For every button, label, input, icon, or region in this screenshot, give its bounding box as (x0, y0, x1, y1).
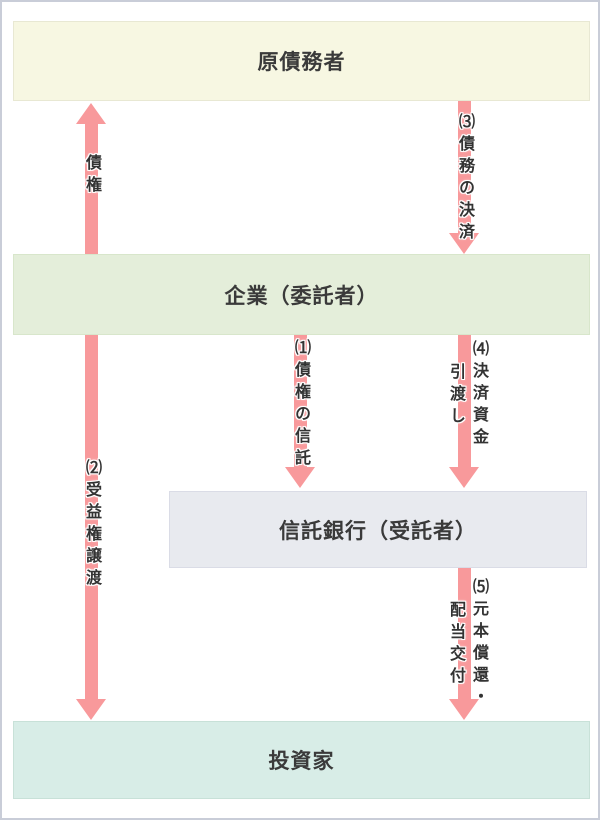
debt-settlement-arrow-shaft (458, 101, 471, 234)
settlement-funds-arrow-shaft (458, 335, 471, 468)
settlement-funds-arrow-label-col1: ⑷決済資金 (470, 340, 487, 450)
claim-trust-arrow-shaft (294, 335, 307, 468)
box-company-trustor-label: 企業（委託者） (224, 284, 379, 308)
box-original-debtor-label: 原債務者 (257, 51, 346, 74)
box-company-trustor: 企業（委託者） (13, 254, 590, 335)
box-investor-label: 投資家 (268, 750, 335, 773)
box-trust-bank-trustee-label: 信託銀行（受託者） (279, 519, 477, 543)
beneficiary-transfer-arrowhead-down-icon (76, 699, 106, 720)
claim-arrow-shaft (85, 120, 98, 254)
box-trust-bank-trustee: 信託銀行（受託者） (169, 491, 587, 568)
box-investor: 投資家 (13, 721, 590, 799)
beneficiary-transfer-arrow-shaft (85, 335, 98, 700)
debt-settlement-arrow-label: ⑶債務の決済 (456, 113, 473, 245)
settlement-funds-arrowhead-down-icon (449, 467, 479, 488)
beneficiary-transfer-arrow-label: ⑵受益権譲渡 (83, 459, 100, 591)
claim-arrow-label: 債権 (83, 154, 100, 198)
claim-trust-arrow-label: ⑴債権の信託 (292, 339, 309, 471)
box-original-debtor: 原債務者 (13, 21, 590, 101)
redemption-dividend-arrow-label-col1: ⑸元本償還・ (470, 578, 487, 710)
redemption-dividend-arrow-shaft (458, 568, 471, 700)
settlement-funds-arrow-label-col2: 引渡し (447, 363, 464, 429)
redemption-dividend-arrow-label-col2: 配当交付 (447, 601, 464, 689)
